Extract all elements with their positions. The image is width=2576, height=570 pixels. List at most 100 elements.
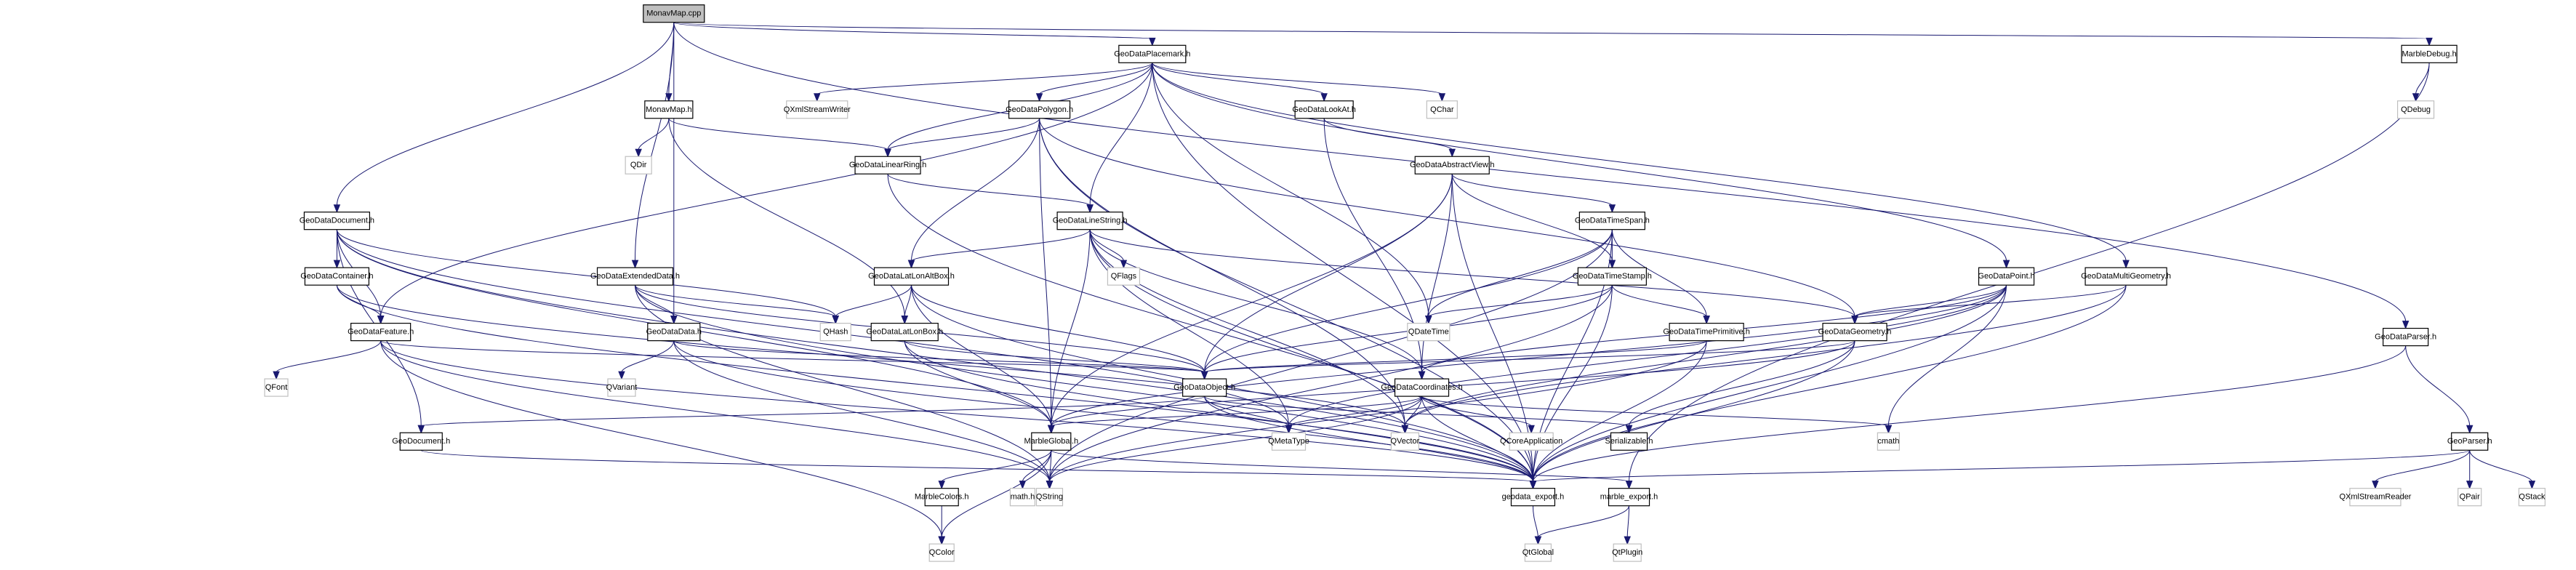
node-geodatalatlonaltbox-h[interactable]: GeoDataLatLonAltBox.h bbox=[868, 267, 955, 286]
node-qfont: QFont bbox=[264, 378, 289, 397]
node-box bbox=[870, 323, 939, 342]
node-label: Serializable.h bbox=[1605, 437, 1653, 446]
arrowhead-icon bbox=[938, 481, 945, 490]
arrowhead-icon bbox=[2122, 260, 2130, 269]
node-geodatatimestamp-h[interactable]: GeoDataTimeStamp.h bbox=[1573, 267, 1652, 286]
node-qflags: QFlags bbox=[1107, 267, 1141, 286]
node-marblecolors-h[interactable]: MarbleColors.h bbox=[915, 488, 969, 507]
node-marbledebug-h[interactable]: MarbleDebug.h bbox=[2401, 44, 2457, 63]
arrowhead-icon bbox=[1625, 481, 1633, 490]
node-label: MonavMap.cpp bbox=[646, 9, 701, 18]
node-monavmap-cpp[interactable]: MonavMap.cpp bbox=[643, 4, 705, 23]
node-label: GeoDataMultiGeometry.h bbox=[2081, 272, 2171, 281]
node-box bbox=[1271, 432, 1307, 451]
node-label: GeoDocument.h bbox=[392, 437, 450, 446]
node-box bbox=[1390, 432, 1419, 451]
node-geodataobject-h[interactable]: GeoDataObject.h bbox=[1173, 378, 1235, 397]
node-box bbox=[303, 212, 370, 230]
node-geodatapolygon-h[interactable]: GeoDataPolygon.h bbox=[1006, 100, 1073, 119]
node-qcoreapplication: QCoreApplication bbox=[1500, 432, 1562, 451]
node-label: geodata_export.h bbox=[1502, 493, 1565, 502]
edge-geodataplacemark-h-to-geodatapoint-h bbox=[1152, 63, 2010, 269]
node-box bbox=[264, 378, 289, 397]
node-box bbox=[786, 100, 848, 119]
node-box bbox=[819, 323, 851, 342]
node-label: QVector bbox=[1391, 437, 1420, 446]
node-box bbox=[1509, 432, 1554, 451]
edge-geodatalinearring-h-to-geodatalinestring-h bbox=[887, 174, 1094, 214]
node-box bbox=[644, 100, 694, 119]
node-geodatalinestring-h[interactable]: GeoDataLineString.h bbox=[1053, 212, 1128, 230]
edge-geodatacontainer-h-to-qvector bbox=[336, 285, 1409, 434]
arrowhead-icon bbox=[2002, 260, 2010, 269]
node-geodatatimeprimitive-h[interactable]: GeoDataTimePrimitive.h bbox=[1663, 323, 1750, 342]
node-geoparser-h[interactable]: GeoParser.h bbox=[2447, 432, 2492, 451]
node-box bbox=[2396, 100, 2435, 119]
node-geodatatimespan-h[interactable]: GeoDataTimeSpan.h bbox=[1575, 212, 1650, 230]
node-geodataparser-h[interactable]: GeoDataParser.h bbox=[2375, 327, 2436, 347]
edge-geodataplacemark-h-to-qchar bbox=[1152, 62, 1446, 103]
node-qvariant: QVariant bbox=[606, 378, 637, 397]
edge-monavmap-cpp-to-marbledebug-h bbox=[673, 22, 2433, 47]
node-box bbox=[1510, 488, 1556, 507]
node-geodatadata-h[interactable]: GeoDataData.h bbox=[646, 323, 702, 342]
node-geodatalinearring-h[interactable]: GeoDataLinearRing.h bbox=[849, 156, 926, 174]
node-box bbox=[304, 267, 369, 286]
edge-geodatalatlonaltbox-h-to-geodatalatlonbox-h bbox=[901, 285, 912, 324]
arrowhead-icon bbox=[273, 371, 280, 380]
arrowhead-icon bbox=[2425, 37, 2433, 47]
node-geodatafeature-h[interactable]: GeoDataFeature.h bbox=[348, 323, 414, 342]
edge-geodatamultigeometry-h-to-qvector bbox=[1401, 285, 2127, 434]
node-label: cmath bbox=[1877, 437, 1899, 446]
node-geodataabstractview-h[interactable]: GeoDataAbstractView.h bbox=[1410, 156, 1495, 174]
edge-geodatapolygon-h-to-marbleglobal-h bbox=[1039, 118, 1055, 434]
edge-geodatatimestamp-h-to-qdatetime bbox=[1425, 284, 1613, 324]
arrowhead-icon bbox=[2528, 481, 2536, 490]
node-box bbox=[1877, 432, 1900, 451]
node-marbleglobal-h[interactable]: MarbleGlobal.h bbox=[1024, 432, 1079, 451]
node-monavmap-h[interactable]: MonavMap.h bbox=[644, 100, 694, 119]
arrowhead-icon bbox=[618, 371, 625, 380]
node-box bbox=[350, 323, 412, 342]
edge-geoparser-h-to-qxmlstreamreader bbox=[2372, 450, 2471, 490]
edge-marbleglobal-h-to-marble-export-h bbox=[1051, 449, 1633, 490]
edge-geodatalatlonbox-h-to-geodataobject-h bbox=[904, 340, 1208, 380]
arrowhead-icon bbox=[1608, 260, 1616, 269]
node-label: GeoDataDocument.h bbox=[300, 217, 374, 225]
arrowhead-icon bbox=[2402, 321, 2410, 329]
node-serializable-h[interactable]: Serializable.h bbox=[1605, 432, 1653, 451]
node-geodatacontainer-h[interactable]: GeoDataContainer.h bbox=[300, 267, 374, 286]
node-geodataextendeddata-h[interactable]: GeoDataExtendedData.h bbox=[590, 267, 680, 286]
node-label: GeoDataLinearRing.h bbox=[849, 161, 926, 169]
node-geodocument-h[interactable]: GeoDocument.h bbox=[392, 432, 450, 451]
arrowhead-icon bbox=[2465, 425, 2473, 434]
edge-geodatafeature-h-to-geodataobject-h bbox=[380, 340, 1208, 380]
node-geodatamultigeometry-h[interactable]: GeoDataMultiGeometry.h bbox=[2081, 267, 2171, 286]
node-marble-export-h[interactable]: marble_export.h bbox=[1600, 488, 1658, 507]
edge-monavmap-cpp-to-geodataextendeddata-h bbox=[631, 22, 675, 269]
node-label: QFont bbox=[265, 383, 288, 392]
arrowhead-icon bbox=[1438, 93, 1446, 103]
node-box bbox=[647, 323, 701, 342]
node-geodatapoint-h[interactable]: GeoDataPoint.h bbox=[1978, 267, 2035, 286]
node-box bbox=[1610, 432, 1648, 451]
node-math-h: math.h bbox=[1009, 488, 1036, 507]
node-box bbox=[607, 378, 636, 397]
node-label: QDir bbox=[630, 161, 647, 169]
node-geodatadocument-h[interactable]: GeoDataDocument.h bbox=[300, 212, 374, 230]
node-geodatalatlonbox-h[interactable]: GeoDataLatLonBox.h bbox=[866, 323, 943, 342]
arrowhead-icon bbox=[1534, 536, 1542, 545]
node-cmath: cmath bbox=[1877, 432, 1900, 451]
node-qhash: QHash bbox=[819, 323, 851, 342]
node-geodata-export-h[interactable]: geodata_export.h bbox=[1502, 488, 1565, 507]
node-box bbox=[1577, 267, 1647, 286]
node-geodatacoordinates-h[interactable]: GeoDataCoordinates.h bbox=[1381, 378, 1463, 397]
edge-geodataextendeddata-h-to-geodatadata-h bbox=[635, 285, 678, 324]
node-label: QString bbox=[1036, 493, 1063, 502]
node-geodataplacemark-h[interactable]: GeoDataPlacemark.h bbox=[1114, 44, 1190, 63]
node-label: GeoDataAbstractView.h bbox=[1410, 161, 1495, 169]
node-box bbox=[924, 488, 959, 507]
node-label: QHash bbox=[823, 328, 848, 337]
node-geodatalookat-h[interactable]: GeoDataLookAt.h bbox=[1292, 100, 1356, 119]
node-geodatageometry-h[interactable]: GeoDataGeometry.h bbox=[1818, 323, 1892, 342]
